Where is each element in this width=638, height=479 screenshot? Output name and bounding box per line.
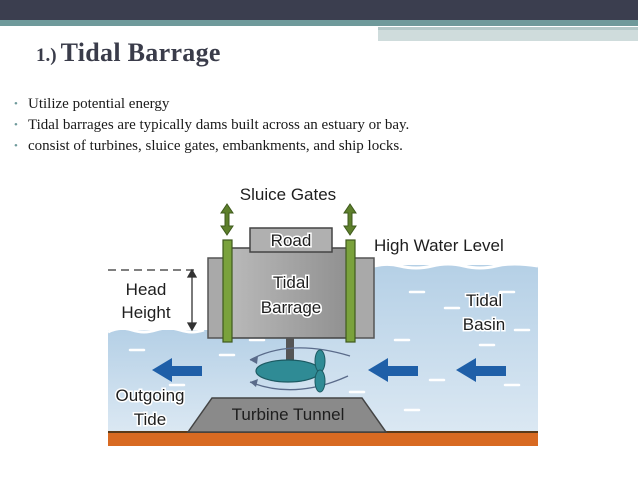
turbine-blade-top bbox=[314, 349, 326, 373]
label-turbine-tunnel: Turbine Tunnel bbox=[232, 405, 345, 424]
turbine-blade-bottom bbox=[314, 369, 326, 393]
label-sluice-gates: Sluice Gates bbox=[240, 185, 336, 204]
label-tide: Tide bbox=[134, 410, 166, 429]
label-height: Height bbox=[121, 303, 170, 322]
label-head: Head bbox=[126, 280, 167, 299]
bullet-icon: • bbox=[14, 98, 18, 110]
header-band bbox=[0, 0, 638, 20]
label-outgoing: Outgoing bbox=[116, 386, 185, 405]
water-flow-swirl-bottom bbox=[249, 375, 349, 391]
label-basin-tidal: Tidal bbox=[466, 291, 502, 310]
label-road: Road bbox=[271, 231, 312, 250]
label-barrage: Barrage bbox=[261, 298, 321, 317]
basin-water-surface bbox=[367, 262, 539, 270]
header-accent-block bbox=[378, 27, 638, 41]
label-basin: Basin bbox=[463, 315, 506, 334]
arrow-left-icon bbox=[456, 358, 506, 382]
label-high-water-level: High Water Level bbox=[374, 236, 504, 255]
sluice-gate-left bbox=[222, 239, 233, 343]
sluice-gate-right bbox=[345, 239, 356, 343]
bullet-text: Utilize potential energy bbox=[28, 96, 170, 112]
arrow-left-icon bbox=[152, 358, 202, 382]
turbine-icon bbox=[255, 359, 321, 383]
bullet-item: • Tidal barrages are typically dams built… bbox=[14, 115, 409, 136]
seabed bbox=[108, 432, 538, 446]
flow-arrows bbox=[152, 358, 506, 382]
header-accent-line bbox=[378, 27, 638, 30]
water-ripples bbox=[128, 290, 531, 412]
bullet-text: Tidal barrages are typically dams built … bbox=[28, 117, 410, 133]
slide-title: 1.) Tidal Barrage bbox=[36, 38, 221, 68]
tidal-barrage-diagram: Sluice Gates Road High Water Level Head … bbox=[107, 184, 539, 446]
arrow-left-icon bbox=[368, 358, 418, 382]
barrage-body bbox=[229, 247, 353, 339]
bullet-item: • consist of turbines, sluice gates, emba… bbox=[14, 136, 409, 157]
bullet-list: • Utilize potential energy • Tidal barrage… bbox=[14, 94, 409, 157]
header-accent-stripe bbox=[0, 20, 638, 26]
head-height-arrow bbox=[186, 268, 198, 332]
bullet-icon: • bbox=[14, 119, 18, 131]
turbine-tunnel bbox=[186, 397, 388, 433]
bullet-item: • Utilize potential energy bbox=[14, 94, 409, 115]
label-barrage-tidal: Tidal bbox=[273, 273, 309, 292]
road bbox=[249, 227, 333, 253]
bullet-text: consist of turbines, sluice gates, emban… bbox=[28, 138, 403, 154]
water-flow-swirl-top bbox=[249, 347, 351, 361]
slide-title-text: Tidal Barrage bbox=[60, 38, 221, 67]
sluice-gate-arrows bbox=[220, 203, 357, 236]
slide-title-number: 1.) bbox=[36, 45, 57, 66]
bullet-icon: • bbox=[14, 140, 18, 152]
outgoing-water-surface bbox=[107, 326, 205, 334]
turbine-shaft bbox=[286, 338, 294, 366]
